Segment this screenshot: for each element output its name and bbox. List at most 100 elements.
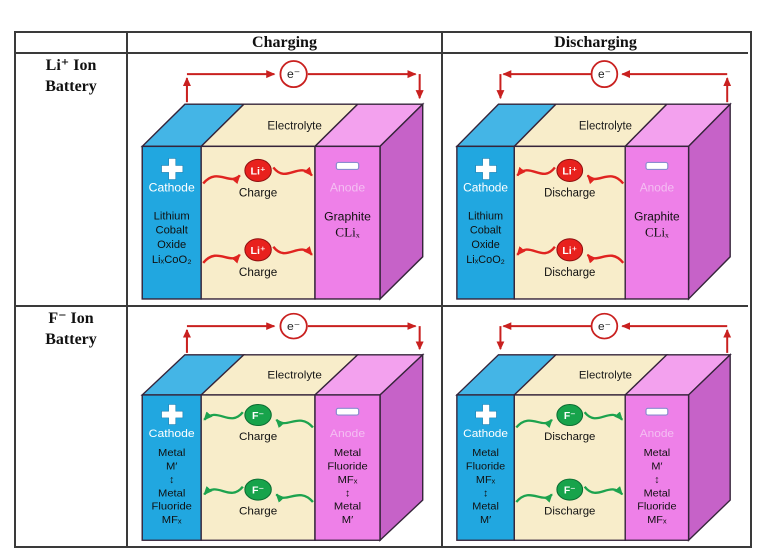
ion-row-2: Li⁺ Charge — [202, 238, 313, 279]
anode-content: Anode Metal Fluoride MFₓ ↕ Metal M′ — [327, 407, 368, 526]
ion-arrow — [202, 253, 241, 264]
cathode-label: Cathode — [149, 426, 195, 440]
cathode-line: MFₓ — [162, 514, 182, 526]
row-header-li-line1: Li⁺ Ion — [45, 57, 97, 74]
ion-label: Li⁺ — [562, 166, 577, 177]
battery-comparison-table: Charging Discharging Li⁺ Ion Battery e⁻ — [14, 31, 752, 548]
anode-content: Anode Graphite CLiₓ — [324, 161, 371, 240]
anode-front-face — [624, 145, 690, 300]
battery-box: Electrolyte — [140, 102, 425, 301]
corner-cell — [16, 33, 128, 54]
ion-arrow — [272, 245, 313, 256]
li-discharging-cell: e⁻ Electrolyte Cathode Lithium Cobalt Ox… — [443, 54, 748, 307]
ion-arrow — [516, 245, 556, 256]
anode-content: Anode Metal M′ ↕ Metal Fluoride MFₓ — [637, 407, 677, 526]
battery-box: Electrolyte — [140, 353, 425, 542]
fluoride-ion — [556, 478, 584, 501]
cathode-line: Fluoride — [466, 461, 505, 473]
minus-icon — [335, 161, 360, 171]
process-label: Discharge — [544, 188, 595, 200]
ion-label: F⁻ — [564, 486, 576, 497]
anode-line: MFₓ — [338, 474, 358, 486]
plus-icon — [475, 158, 497, 180]
li-charging-cell: e⁻ Electrolyte Cathode Lithium Cobalt Ox… — [128, 54, 443, 307]
ion-label: Li⁺ — [251, 166, 266, 178]
ion-row-1: Li⁺ Charge — [202, 158, 313, 200]
anode-line: Graphite — [324, 210, 371, 224]
anode-label: Anode — [330, 181, 365, 195]
cathode-line: Oxide — [471, 239, 499, 251]
plus-icon — [161, 158, 184, 180]
electron-label: e⁻ — [598, 320, 611, 333]
lithium-ion — [556, 158, 584, 183]
electron-wire: e⁻ — [182, 60, 424, 103]
ion-label: Li⁺ — [251, 245, 266, 257]
cathode-line: Metal — [472, 447, 499, 459]
electron-circle — [279, 312, 308, 340]
electrolyte-label: Electrolyte — [267, 119, 322, 132]
fluoride-ion — [244, 478, 272, 501]
anode-line: Metal — [334, 447, 361, 459]
ion-arrow — [515, 418, 553, 429]
li-discharging-diagram: e⁻ Electrolyte Cathode Lithium Cobalt Ox… — [455, 60, 732, 301]
cathode-line: LiₓCoO₂ — [466, 254, 505, 266]
ion-label: F⁻ — [252, 486, 264, 497]
ion-arrow — [586, 174, 625, 185]
process-label: Charge — [239, 266, 277, 279]
electrolyte-label: Electrolyte — [267, 370, 321, 382]
plus-icon — [475, 404, 497, 425]
f-charging-cell: e⁻ Electrolyte Cathode Metal M′ ↕ Metal … — [128, 307, 443, 546]
lithium-ion — [244, 158, 272, 183]
cathode-line: Metal — [158, 447, 185, 459]
cathode-line: Cobalt — [470, 225, 501, 237]
cathode-line: Cobalt — [156, 225, 188, 237]
fluoride-ion — [556, 404, 584, 427]
electron-wire: e⁻ — [182, 312, 424, 353]
ion-arrow — [203, 411, 244, 421]
anode-line: Metal — [334, 501, 361, 513]
cathode-content: Cathode Lithium Cobalt Oxide LiₓCoO₂ — [463, 158, 508, 266]
anode-line: M′ — [651, 461, 662, 473]
ion-arrow — [202, 174, 241, 185]
cathode-line: ↕ — [169, 474, 175, 486]
electron-circle — [279, 60, 308, 89]
ion-row-1: F⁻ Charge — [203, 404, 314, 443]
cathode-line: Metal — [472, 501, 499, 513]
electron-wire: e⁻ — [496, 312, 732, 353]
ion-arrow — [586, 253, 625, 264]
anode-front-face — [314, 145, 381, 300]
anode-front-face — [624, 394, 690, 541]
battery-box: Electrolyte — [455, 353, 732, 542]
lithium-ion — [244, 238, 272, 262]
column-header-charging: Charging — [128, 33, 443, 54]
ion-label: F⁻ — [252, 411, 264, 422]
anode-line: CLiₓ — [645, 225, 669, 240]
process-label: Charge — [239, 431, 277, 443]
cathode-content: Cathode Metal Fluoride MFₓ ↕ Metal M′ — [463, 404, 508, 526]
ion-arrow — [515, 493, 553, 503]
ion-label: Li⁺ — [562, 246, 577, 257]
anode-line: Metal — [644, 487, 671, 499]
plus-icon — [161, 404, 184, 425]
minus-icon — [645, 161, 669, 171]
cathode-content: Cathode Lithium Cobalt Oxide LiₓCoO₂ — [149, 158, 195, 266]
electrolyte-label: Electrolyte — [579, 120, 632, 132]
anode-front-face — [314, 394, 381, 541]
electron-circle — [590, 312, 619, 340]
cathode-line: LiₓCoO₂ — [152, 254, 192, 266]
cathode-line: ↕ — [483, 487, 488, 499]
cathode-label: Cathode — [463, 427, 508, 440]
f-discharging-cell: e⁻ Electrolyte Cathode Metal Fluoride MF… — [443, 307, 748, 546]
li-charging-diagram: e⁻ Electrolyte Cathode Lithium Cobalt Ox… — [140, 60, 425, 301]
minus-icon — [645, 407, 669, 416]
cathode-label: Cathode — [463, 180, 508, 194]
process-label: Discharge — [544, 431, 595, 443]
ion-row-2: Li⁺ Discharge — [516, 238, 625, 279]
cathode-line: Metal — [158, 488, 185, 500]
anode-label: Anode — [640, 427, 674, 440]
ion-arrow — [275, 418, 314, 429]
process-label: Discharge — [544, 506, 595, 518]
ion-row-2: F⁻ Discharge — [515, 478, 624, 518]
ion-row-2: F⁻ Charge — [203, 478, 314, 517]
electron-label: e⁻ — [287, 67, 300, 81]
